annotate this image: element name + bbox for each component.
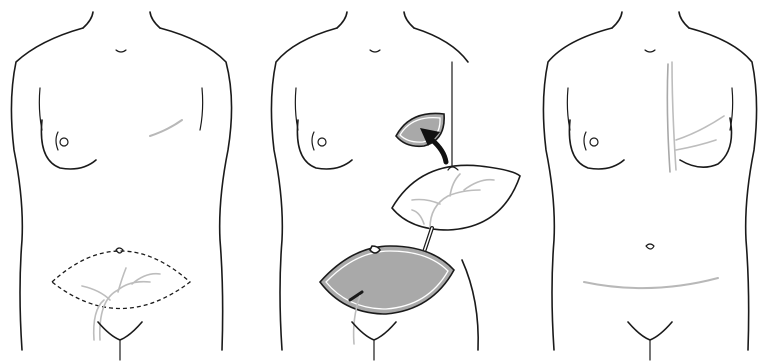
jugular-notch-2 [370,50,380,52]
torso-left-contour [11,28,83,350]
flap-vessel-branch-1 [82,286,110,300]
torso-right-contour [160,28,232,350]
nipple-left-3 [590,138,598,146]
jugular-notch [116,50,126,52]
jugular-notch-3 [645,50,655,52]
areola-left [56,132,58,150]
areola-left-3 [584,132,586,150]
reconstructed-scar-upper [676,116,724,140]
navel-3 [646,244,654,249]
groin-line-2 [352,322,396,340]
raised-flap [392,165,520,230]
flap-vessel-secondary [94,300,104,340]
torso-right-lower-2 [462,260,478,350]
torso-right-contour-3 [689,28,757,350]
nipple-left-2 [318,138,326,146]
neck-right-line-3 [679,12,689,28]
torso-right-shoulder-2 [414,28,468,62]
transfer-arrow-shaft [432,140,446,162]
reconstructed-vessel-main [672,62,676,170]
neck-right-line-2 [404,12,414,28]
panel-preoperative [11,12,231,360]
panel-postoperative [543,12,756,360]
flap-vessel-branch-2 [118,268,126,292]
panel-flap-transfer [271,12,520,360]
arm-right-inner [200,88,203,130]
neck-right-line [150,12,160,28]
vascular-pedicle-inner [424,228,432,252]
groin-line [98,322,142,340]
torso-left-contour-3 [543,28,612,350]
areola-left-2 [312,132,314,150]
torso-left-contour-2 [271,28,337,350]
abdominal-closure-scar [584,278,718,288]
neck-left-line [83,12,93,28]
groin-line-3 [628,322,672,340]
breast-left-contour [41,120,96,169]
mastectomy-scar [150,120,182,136]
nipple-left [60,138,68,146]
reconstructed-vessel-second [667,64,670,172]
neck-left-line-3 [612,12,622,28]
reconstructed-vessel-branch [676,140,716,150]
abdominal-donor-site [320,246,454,314]
donor-navel [370,246,380,253]
neck-left-line-2 [337,12,347,28]
